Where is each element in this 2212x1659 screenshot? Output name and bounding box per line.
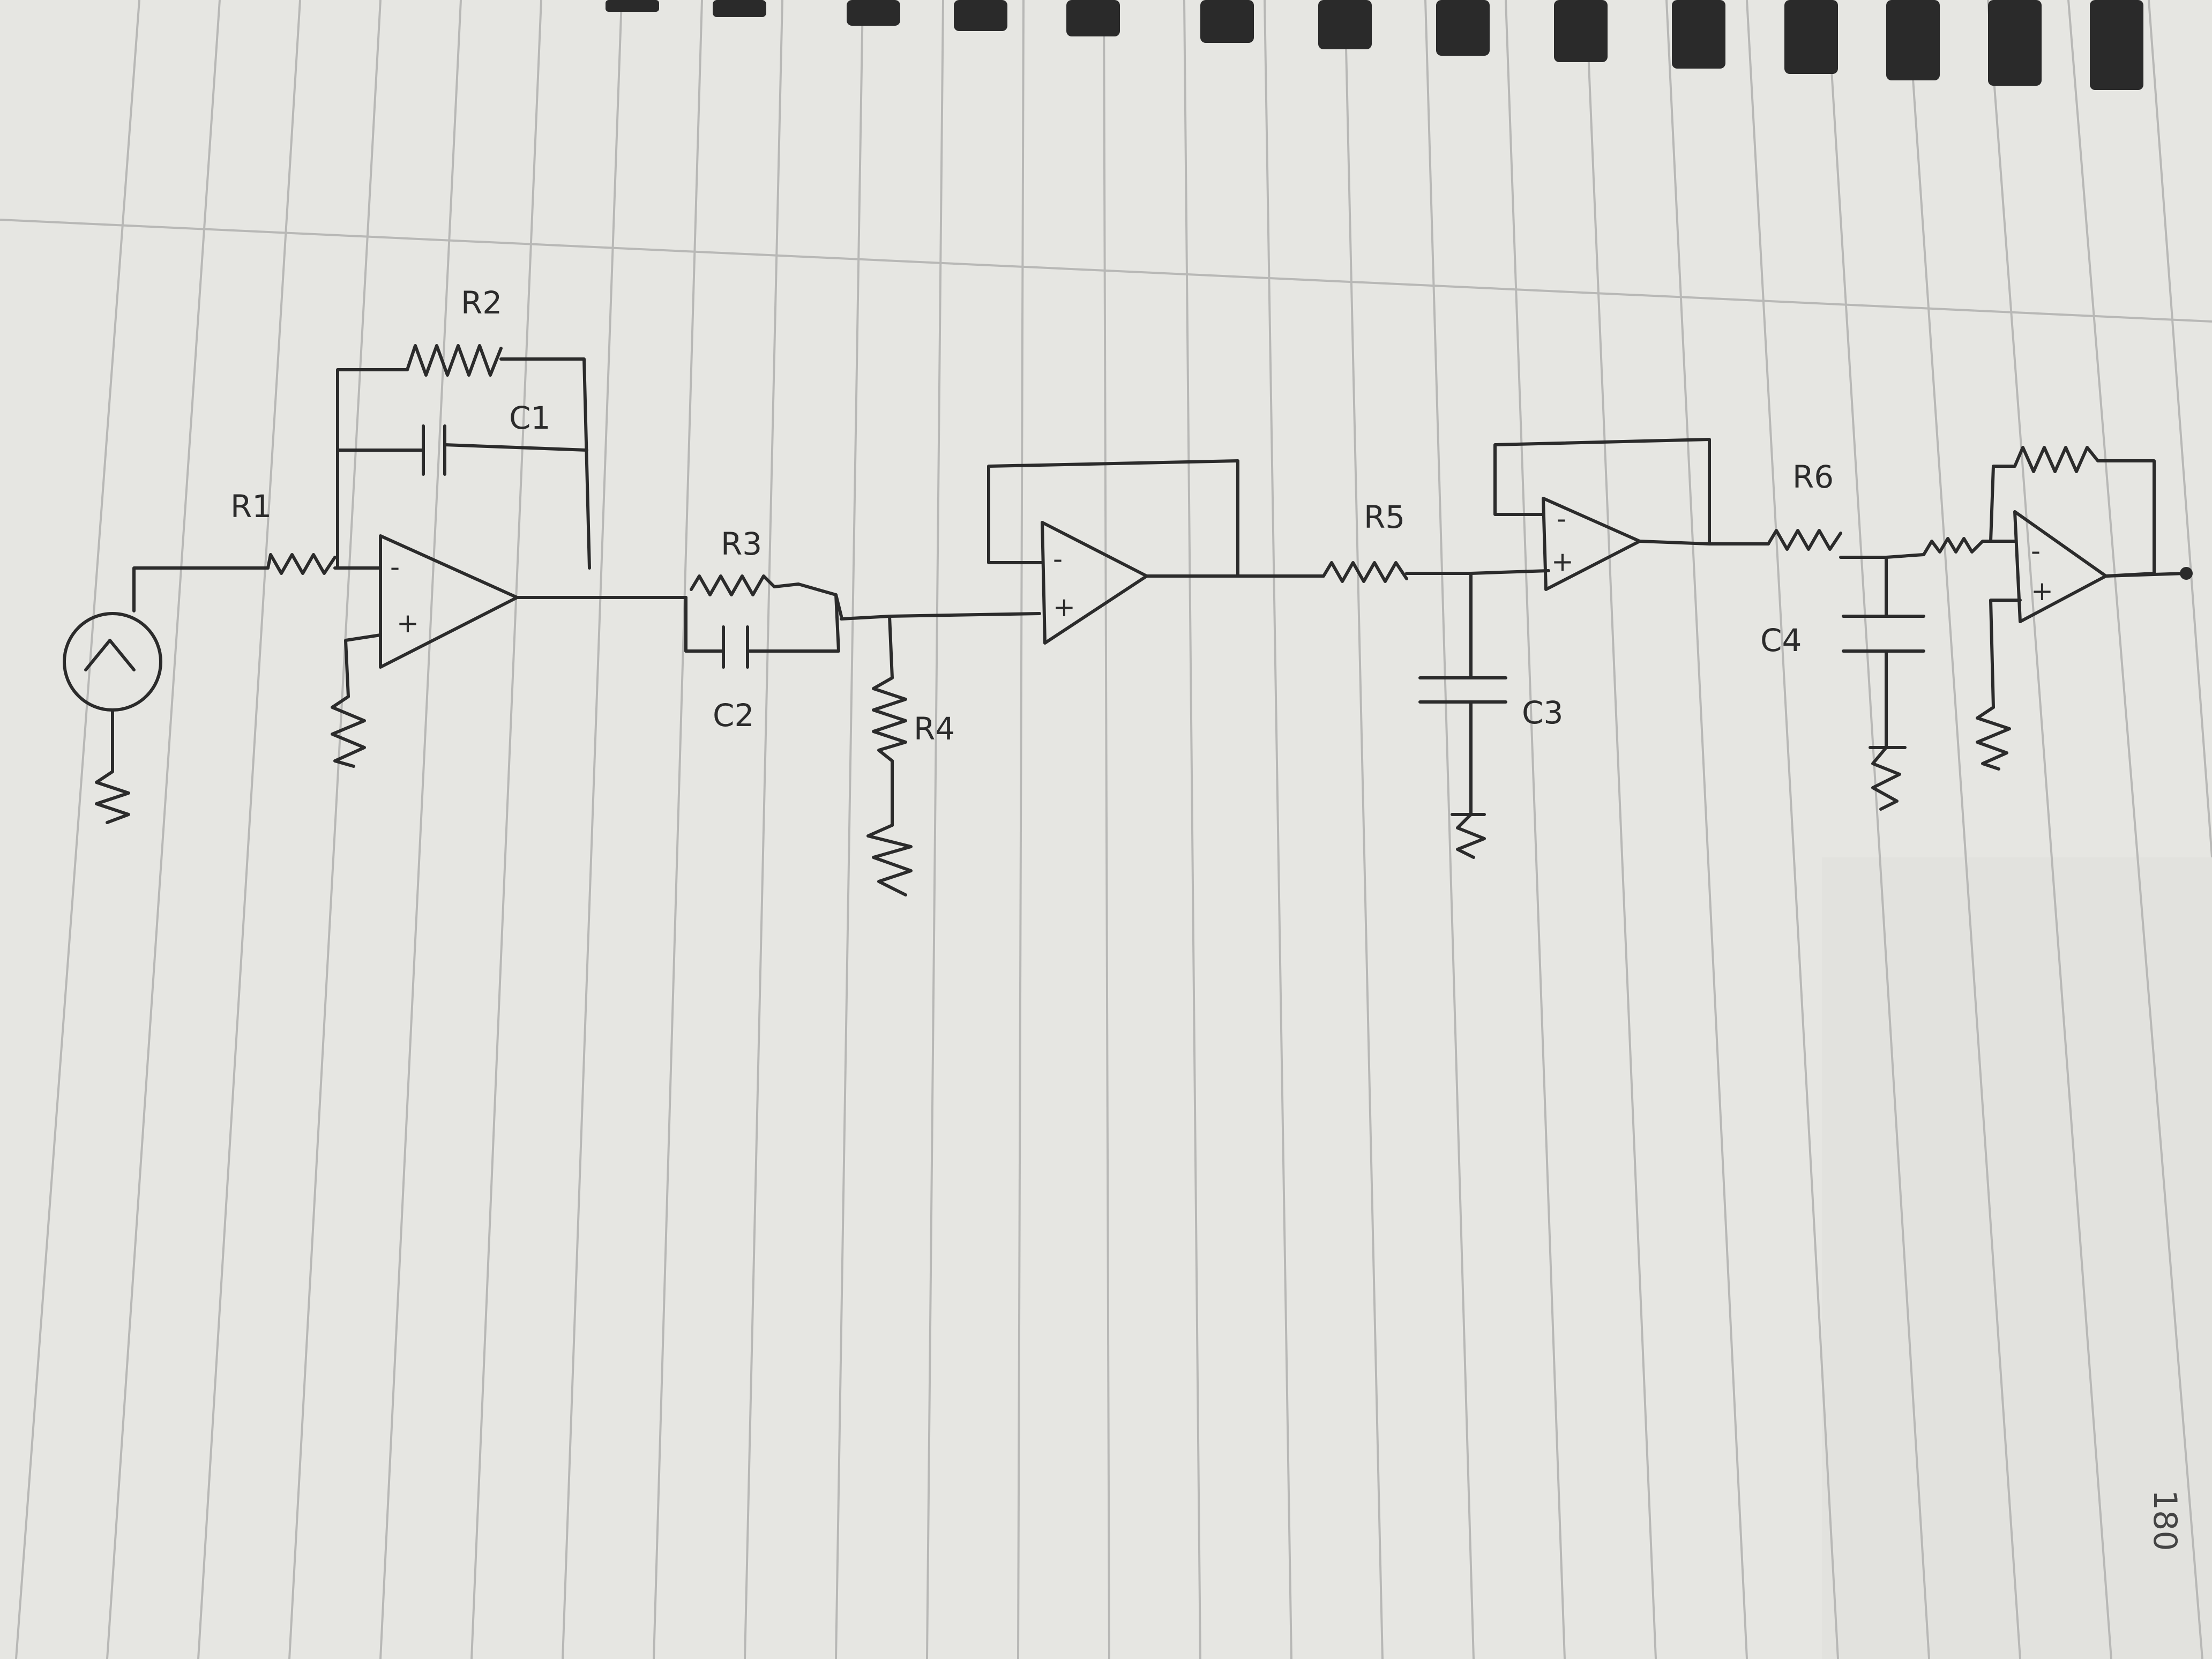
resistor-r1 bbox=[266, 553, 337, 575]
opamp-2-plus: + bbox=[1053, 592, 1075, 623]
label-r5: R5 bbox=[1364, 499, 1405, 535]
label-c4: C4 bbox=[1760, 622, 1802, 659]
opamp-3-minus: - bbox=[1557, 503, 1566, 534]
resistor-r3 bbox=[690, 574, 838, 596]
source-ground-icon bbox=[95, 708, 130, 824]
output-terminal bbox=[2180, 567, 2193, 580]
c3-ground-icon bbox=[1456, 813, 1486, 859]
opamp-1-ground-icon bbox=[331, 695, 366, 768]
label-c3: C3 bbox=[1522, 694, 1563, 731]
spiral-binding bbox=[606, 0, 2143, 90]
capacitor-c3 bbox=[1418, 676, 1507, 704]
opamp-2 bbox=[1041, 521, 1148, 645]
ac-source bbox=[63, 566, 270, 712]
opamp-4-plus: + bbox=[2031, 576, 2053, 607]
capacitor-c4 bbox=[1842, 615, 1925, 653]
opamp-3 bbox=[1542, 497, 1641, 591]
page-number: 180 bbox=[2146, 1490, 2184, 1551]
resistor-r2 bbox=[406, 344, 503, 377]
c4-ground-icon bbox=[1871, 746, 1901, 811]
resistor-r4 bbox=[872, 676, 907, 763]
resistor-r6 bbox=[1767, 529, 1842, 551]
label-c1: C1 bbox=[509, 400, 550, 436]
opamp-4-ground-icon bbox=[1976, 706, 2011, 771]
opamp-1-plus: + bbox=[397, 608, 419, 639]
resistor-op4-feedback bbox=[2013, 446, 2156, 578]
capacitor-c1 bbox=[422, 424, 446, 476]
label-r1: R1 bbox=[230, 488, 272, 525]
opamp-2-minus: - bbox=[1053, 543, 1063, 574]
opamp-1-minus: - bbox=[390, 551, 400, 582]
label-r2: R2 bbox=[461, 285, 502, 321]
r4-ground-icon bbox=[866, 824, 913, 896]
label-r6: R6 bbox=[1792, 459, 1834, 495]
label-r3: R3 bbox=[721, 526, 762, 562]
label-r4: R4 bbox=[914, 711, 955, 747]
resistor-op4-input bbox=[1922, 537, 2016, 556]
capacitor-c2 bbox=[722, 625, 749, 669]
opamp-3-plus: + bbox=[1551, 546, 1574, 577]
opamp-4-minus: - bbox=[2031, 535, 2041, 566]
opamp-1 bbox=[379, 534, 519, 669]
opamp-4 bbox=[2013, 510, 2108, 623]
resistor-r5 bbox=[1322, 561, 1408, 583]
label-c2: C2 bbox=[713, 697, 754, 734]
